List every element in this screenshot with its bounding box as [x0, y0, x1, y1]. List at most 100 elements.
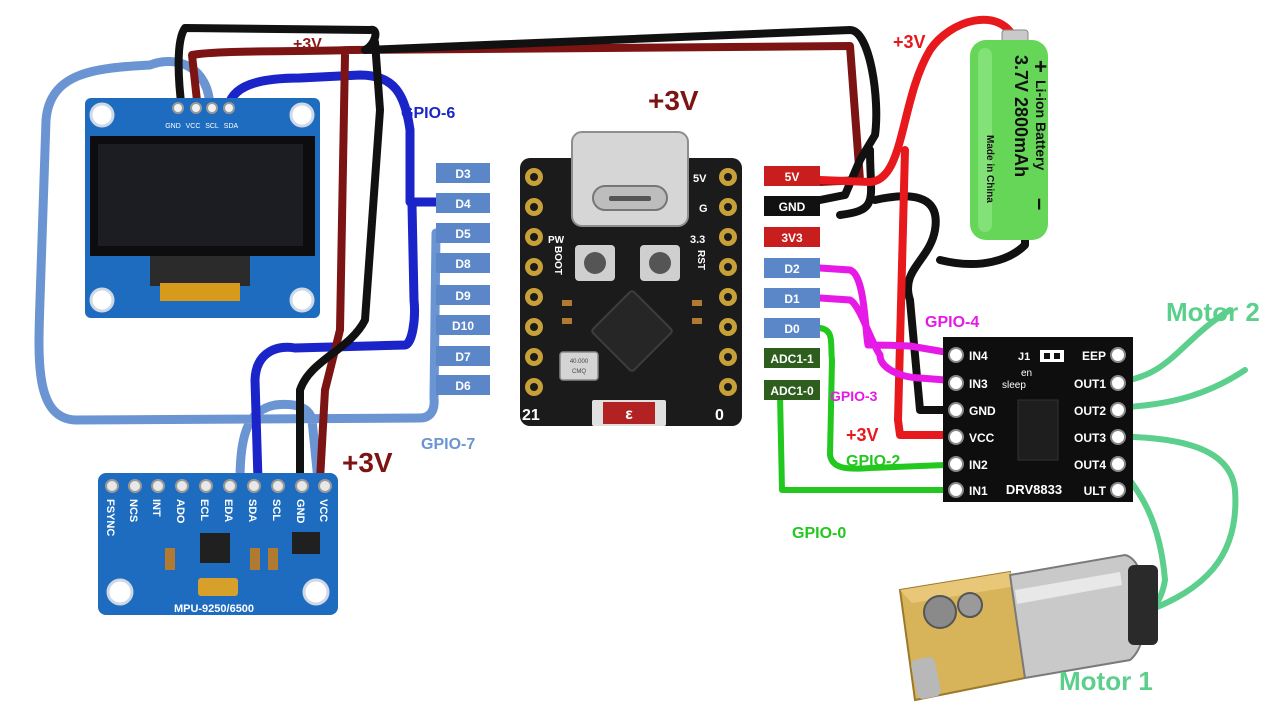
motor-shaft — [911, 657, 941, 699]
imu-pin-fsync: FSYNC — [104, 499, 116, 536]
drv-pin-in2: IN2 — [969, 458, 988, 472]
pin-label-d3: D3 — [455, 167, 471, 181]
label-gpio6: GPIO-6 — [401, 105, 455, 122]
drv-sleep: sleep — [1002, 380, 1026, 391]
silk-pw: PW — [548, 235, 565, 246]
mcu-right-pin-labels: 5V GND 3V3 D2 D1 D0 ADC1-1 ADC1-0 — [764, 166, 820, 400]
crystal-label-top: 40.000 — [570, 359, 589, 365]
silk-boot: BOOT — [552, 246, 563, 275]
battery-label-line1: Li-ion Battery — [1033, 80, 1049, 170]
oled-flex-cable — [150, 256, 250, 286]
drv-pin-in1: IN1 — [969, 484, 988, 498]
battery-minus: – — [1028, 198, 1053, 210]
pin-box-d9 — [436, 285, 490, 305]
motor-can — [1008, 553, 1148, 680]
imu-pin-vcc: VCC — [317, 499, 329, 522]
pin-box-d10 — [436, 315, 490, 335]
wire-scl-light-blue — [34, 57, 461, 485]
battery-label-line2: 3.7V 2800mAh — [1011, 55, 1031, 177]
imu-pin-eda: EDA — [222, 499, 234, 522]
imu-pin-scl: SCL — [270, 499, 282, 521]
drv-j1: J1 — [1018, 351, 1030, 363]
wire-batt-red — [816, 15, 1019, 439]
pin-box-d7 — [436, 346, 490, 366]
mpu9250-board: FSYNC NCS INT ADO ECL EDA SDA SCL GND VC… — [98, 473, 338, 615]
pin-box-d2 — [764, 258, 820, 278]
drv-pin-in4: IN4 — [969, 349, 988, 363]
motor-endcap — [1128, 565, 1158, 645]
drv-pin-ult: ULT — [1084, 484, 1107, 498]
pin-label-gnd: GND — [779, 200, 806, 214]
wire-motor-mint — [1112, 307, 1248, 628]
mount-hole — [89, 102, 115, 128]
label-gpio4: GPIO-4 — [925, 314, 979, 331]
drv-pin-gnd: GND — [969, 404, 996, 418]
drv-pin-out4: OUT4 — [1074, 458, 1106, 472]
drv-pin-eep: EEP — [1082, 349, 1106, 363]
mount-hole — [289, 102, 315, 128]
label-gpio0: GPIO-0 — [792, 525, 846, 542]
imu-name: MPU-9250/6500 — [174, 603, 254, 615]
imu-pin-gnd: GND — [294, 499, 306, 524]
mount-hole — [89, 287, 115, 313]
oled-pin-label-gnd: GND — [165, 123, 181, 130]
imu-pin-ncs: NCS — [127, 499, 139, 522]
silk-3v3: 3.3 — [690, 234, 705, 246]
mount-hole — [302, 578, 330, 606]
oled-pin-label-vcc: VCC — [186, 123, 201, 130]
mount-hole — [106, 578, 134, 606]
label-gpio3: GPIO-3 — [830, 388, 878, 404]
pin-label-5v: 5V — [785, 170, 800, 184]
silk-21: 21 — [522, 407, 540, 424]
imu-capacitor — [198, 578, 238, 596]
pin-label-d7: D7 — [455, 350, 471, 364]
drv-pin-out1: OUT1 — [1074, 377, 1106, 391]
drv-name: DRV8833 — [1006, 482, 1062, 497]
pin-box-d6 — [436, 375, 490, 395]
wire-gpio-green — [777, 325, 948, 493]
oled-screen — [98, 144, 303, 246]
drv8833-board: IN4 IN3 GND VCC IN2 IN1 EEP OUT1 OUT2 OU… — [943, 337, 1133, 502]
oled-pin-label-sda: SDA — [224, 123, 239, 130]
wires — [34, 15, 1248, 628]
oled-pin-label-scl: SCL — [205, 123, 219, 130]
imu-pin-sda: SDA — [246, 499, 258, 522]
pin-box-d4 — [436, 193, 490, 213]
silk-rst: RST — [695, 250, 706, 270]
drv-pin-in3: IN3 — [969, 377, 988, 391]
battery-plus: + — [1028, 60, 1053, 73]
silk-0: 0 — [715, 407, 724, 424]
pin-label-3v3: 3V3 — [781, 231, 803, 245]
crystal-label-bottom: CMQ — [572, 369, 586, 375]
usb-c-connector — [571, 131, 689, 227]
drv-pin-vcc: VCC — [969, 431, 995, 445]
pin-label-d2: D2 — [784, 262, 800, 276]
pin-label-adc1-0: ADC1-0 — [770, 384, 814, 398]
imu-chip — [200, 533, 230, 563]
silk-g: G — [699, 203, 708, 215]
label-3v-center: +3V — [648, 85, 699, 116]
pin-box-d3 — [436, 163, 490, 183]
pin-label-d6: D6 — [455, 379, 471, 393]
drv-chip — [1017, 399, 1059, 461]
label-3v-vcc: +3V — [846, 425, 879, 445]
pin-box-adc1-0 — [764, 380, 820, 400]
wire-gnd-black — [174, 24, 1029, 484]
label-motor1: Motor 1 — [1059, 666, 1153, 696]
pin-box-5v — [764, 166, 820, 186]
pin-box-d1 — [764, 288, 820, 308]
pin-label-d5: D5 — [455, 227, 471, 241]
label-gpio2: GPIO-2 — [846, 453, 900, 470]
label-gpio7: GPIO-7 — [421, 436, 475, 453]
drv-pin-out3: OUT3 — [1074, 431, 1106, 445]
li-ion-battery: + Li-ion Battery 3.7V 2800mAh Made in Ch… — [970, 29, 1053, 240]
imu-pin-ado: ADO — [174, 499, 186, 524]
label-3v-right: +3V — [893, 32, 926, 52]
wire-gpio-magenta — [816, 264, 949, 384]
pin-label-d10: D10 — [452, 319, 474, 333]
silk-5v: 5V — [693, 173, 707, 185]
crystal — [559, 351, 599, 381]
mount-hole — [289, 287, 315, 313]
pin-label-adc1-1: ADC1-1 — [770, 352, 814, 366]
